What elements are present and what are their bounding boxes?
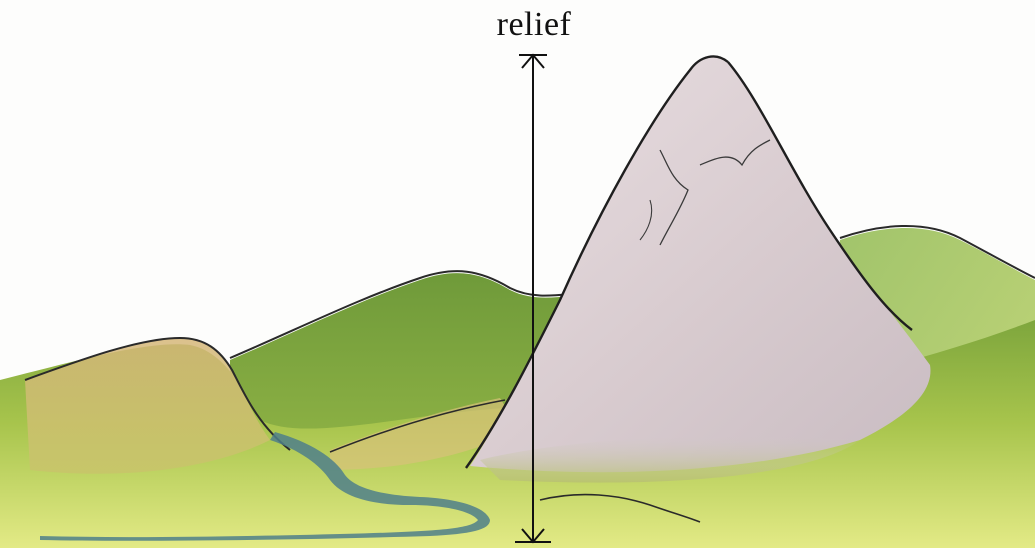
relief-label: relief [0, 6, 1035, 44]
left-hill [25, 338, 270, 474]
